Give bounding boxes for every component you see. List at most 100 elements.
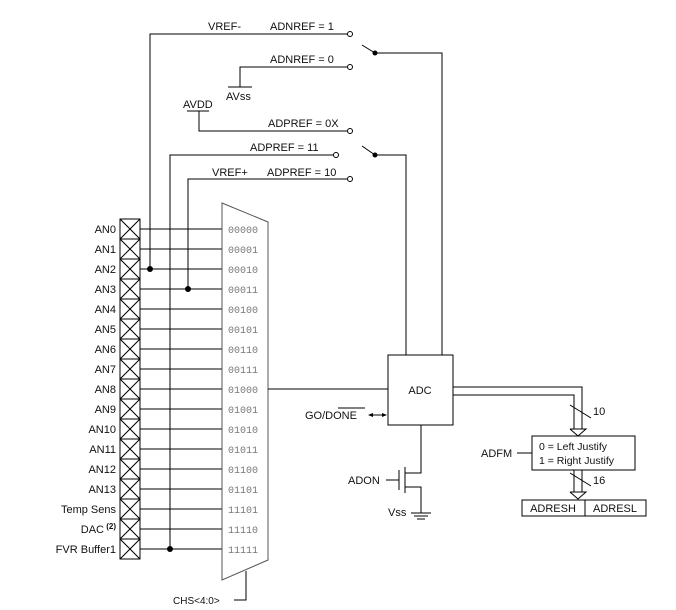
vref-plus-label: VREF+ [212,167,248,179]
mux-code: 00000 [228,226,258,237]
pin-cross-icon [119,278,141,300]
vref-minus-wire [149,33,347,269]
vref-minus-label: VREF- [208,21,241,33]
pin-cross-icon [119,418,141,440]
bus-arrow [569,491,588,500]
switch-blade-pos [361,145,376,156]
avss-wire [239,66,347,87]
arrow-head [368,413,373,417]
mux-code: 11101 [228,506,258,517]
input-pin: AN10 [88,418,222,440]
pin-cross-icon [119,338,141,360]
pin-label: AN9 [95,404,116,416]
switch-contact [347,128,353,134]
chs-wire [234,571,247,601]
mux-code: 01101 [228,486,258,497]
mux-code: 00101 [228,326,258,337]
pin-cross-icon [119,438,141,460]
vref-plus-wire [187,178,347,289]
pin-label: AN3 [95,284,116,296]
pin-label: AN0 [95,224,116,236]
bus-slash [569,404,592,419]
bus-wire [453,394,575,429]
drain-wire [405,425,422,474]
junction-dot [147,266,153,272]
vref-pos-wire [375,154,407,355]
input-pin: AN12 [88,458,222,480]
mux-codes: 0000000001000100001100100001010011000111… [228,226,258,557]
pin-cross-icon [119,378,141,400]
arrow-head [382,413,387,417]
adc-label: ADC [408,385,431,397]
result-registers [521,499,647,517]
pin-label: AN7 [95,364,116,376]
adc-block [387,354,454,426]
mux-code: 11110 [228,526,258,537]
pin-cross-icon [119,478,141,500]
adfm-label: ADFM [481,448,512,460]
pin-label: AN5 [95,324,116,336]
fvr-ref-wire [169,154,333,549]
mux-code: 00001 [228,246,258,257]
input-pin: AN7 [95,358,222,380]
switch-blade-neg [361,44,376,54]
junction-dot [167,546,173,552]
input-pin: AN11 [89,438,222,460]
adpref11-label: ADPREF = 11 [250,142,319,154]
pin-label: AN13 [88,484,116,496]
bus-width-10: 10 [593,406,605,418]
mux-code: 01010 [228,426,258,437]
input-pin: AN6 [95,338,222,360]
adresh-register: ADRESH [530,503,576,515]
pin-label: AN10 [88,424,116,436]
mux-code: 11111 [228,546,258,557]
junction-dot [185,286,191,292]
chs-label: CHS<4:0> [173,596,220,607]
pin-label: FVR Buffer1 [56,544,116,556]
pin-footnote: (2) [106,522,116,531]
adnref0-label: ADNREF = 0 [270,54,334,66]
input-pin: AN8 [95,378,222,400]
pin-label: AN4 [95,304,116,316]
input-pin: FVR Buffer1 [56,538,222,560]
pin-label: AN6 [95,344,116,356]
switch-contact [347,31,353,37]
adon-label: ADON [348,475,380,487]
avdd-wire [198,111,347,132]
pin-label: Temp Sens [61,504,117,516]
analog-mux [221,202,269,581]
switch-contact [347,176,353,182]
adpref0x-label: ADPREF = 0X [268,118,339,130]
switch-contact [347,64,353,70]
adpref10-label: ADPREF = 10 [267,167,336,179]
input-pin: AN1 [95,238,222,260]
pin-label: AN12 [88,464,116,476]
bus-width-16: 16 [593,475,605,487]
pin-cross-icon [119,458,141,480]
input-pins: AN0AN1AN2AN3AN4AN5AN6AN7AN8AN9AN10AN11AN… [56,218,222,560]
input-pin: DAC(2) [81,518,222,540]
pin-cross-icon [119,298,141,320]
pin-label: AN2 [95,264,116,276]
pin-cross-icon [119,358,141,380]
input-pin: AN3 [95,278,222,300]
vref-neg-wire [375,52,443,355]
vss-label: Vss [388,507,407,519]
input-pin: AN13 [88,478,222,500]
switch-contact [333,152,339,158]
mux-code: 01100 [228,466,258,477]
pin-cross-icon [119,538,141,560]
pin-label: AN11 [89,444,116,456]
bus-slash [569,472,592,487]
input-pin: AN5 [95,318,222,340]
source-wire [405,486,422,513]
go-done-label: GO/DONE [305,410,357,422]
justify-right-text: 1 = Right Justify [539,455,615,467]
mux-code: 00010 [228,266,258,277]
mux-code: 01000 [228,386,258,397]
input-pin: AN0 [95,218,222,240]
adnref1-label: ADNREF = 1 [270,21,334,33]
pin-cross-icon [119,398,141,420]
pin-cross-icon [119,518,141,540]
